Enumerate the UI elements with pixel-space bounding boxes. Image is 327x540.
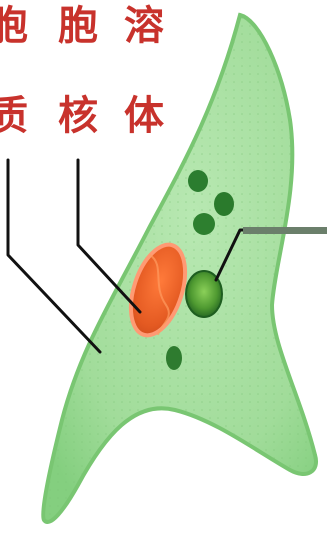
label-nucleus-bottom: 核 [58, 96, 98, 136]
pointer-bar [243, 227, 327, 234]
label-lysosome-bottom: 体 [124, 96, 164, 136]
label-nucleus-top: 胞 [58, 6, 98, 46]
vesicle [188, 170, 208, 192]
label-cytoplasm-bottom: 质 [0, 96, 28, 136]
vesicle [166, 346, 182, 370]
vesicle [193, 213, 215, 235]
label-cytoplasm-top: 胞 [0, 6, 28, 46]
vesicle [214, 192, 234, 216]
label-lysosome-top: 溶 [124, 6, 164, 46]
